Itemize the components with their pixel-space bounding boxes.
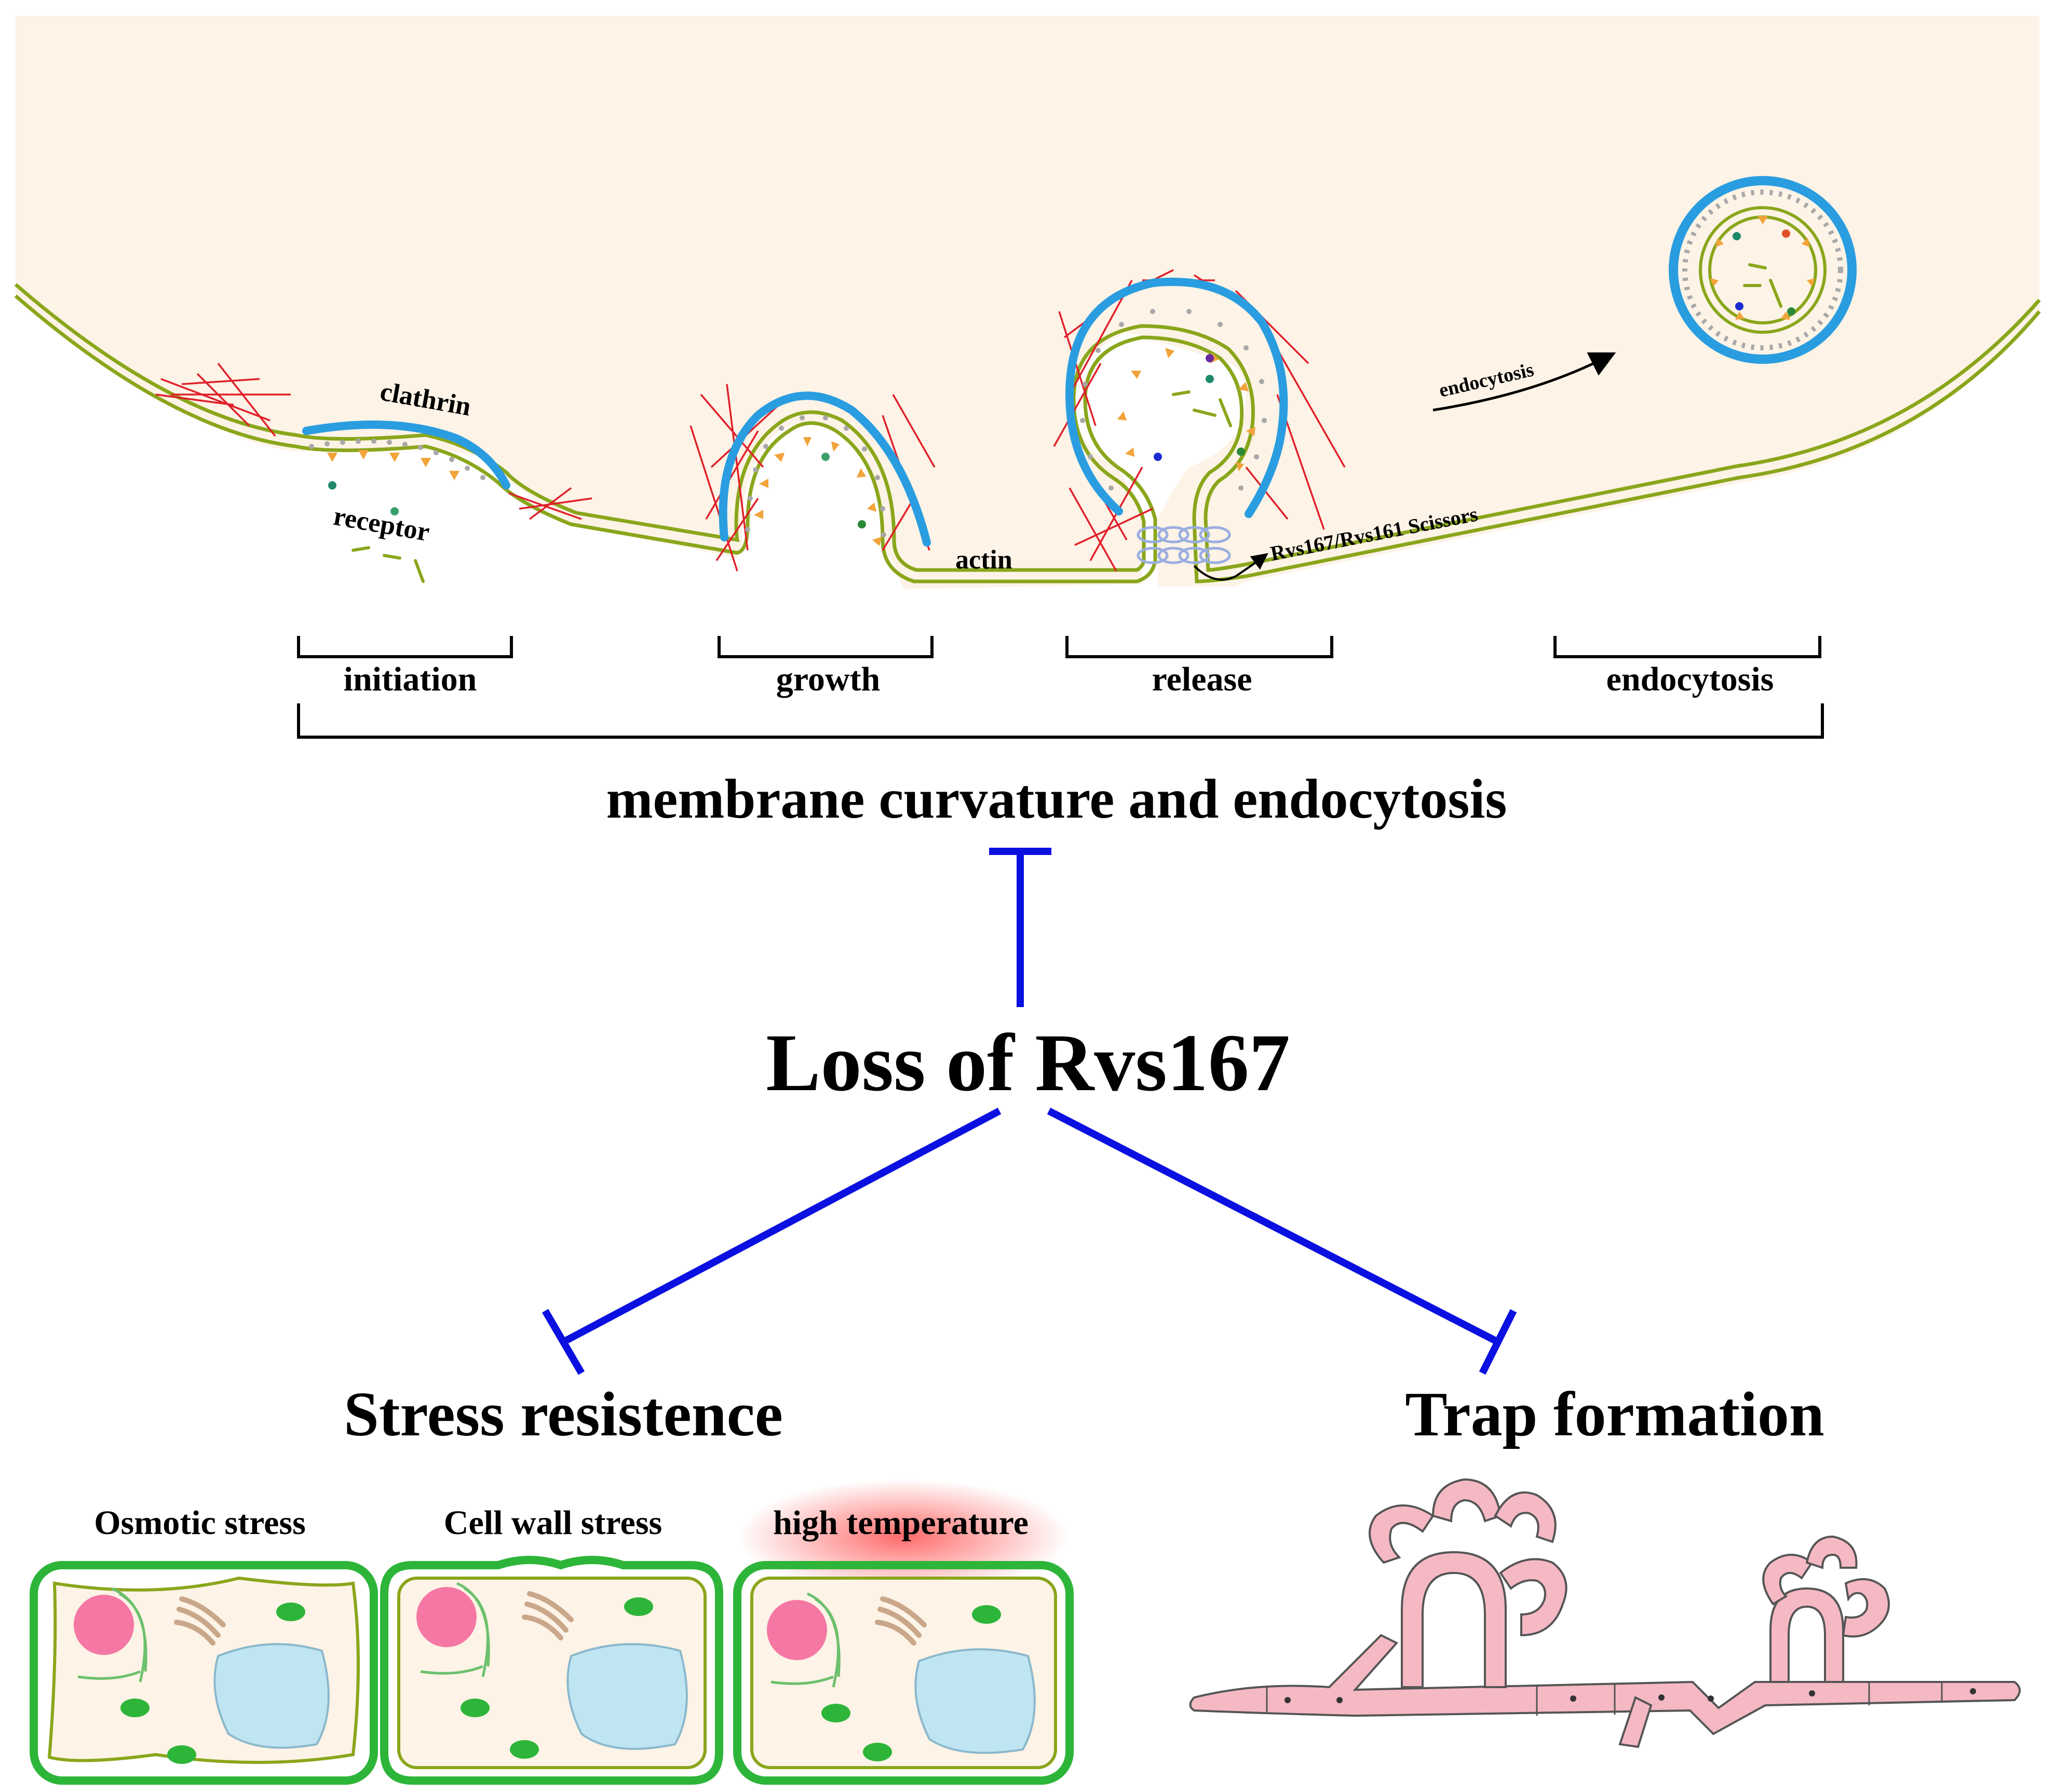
hypha-branch	[1618, 1696, 1653, 1748]
mitochondrion	[624, 1597, 653, 1616]
stress-label-cell-wall: Cell wall stress	[444, 1504, 662, 1542]
receptor-label: receptor	[331, 501, 432, 548]
mitochondrion	[461, 1699, 490, 1717]
hypha-main	[1189, 1634, 2021, 1735]
mitochondrion	[276, 1603, 305, 1621]
stress-label-osmotic: Osmotic stress	[94, 1504, 306, 1542]
stage-label-endocytosis: endocytosis	[1606, 660, 1774, 698]
endoplasmic-reticulum	[420, 1582, 490, 1677]
plasma-membrane-inner	[14, 283, 2041, 572]
adhesive-network-trap-icon	[1189, 1478, 2021, 1748]
vacuole	[213, 1643, 330, 1749]
vacuole	[566, 1643, 688, 1750]
mitochondrion	[167, 1745, 196, 1764]
bracket-overall	[297, 703, 1824, 739]
golgi	[522, 1591, 574, 1640]
trap-loops-left	[1369, 1478, 1567, 1688]
cytoplasm	[16, 16, 2039, 589]
lipid-layer	[309, 309, 1267, 537]
cargo-particles	[328, 354, 1245, 583]
outcome-stress-resistance: Stress resistence	[344, 1379, 783, 1449]
stress-label-high-temperature: high temperature	[773, 1504, 1029, 1542]
hypha-nuclei	[1285, 1688, 1976, 1703]
hypha-septa	[1266, 1682, 1943, 1716]
receptors	[327, 348, 1255, 546]
stage-label-initiation: initiation	[344, 660, 477, 698]
endoplasmic-reticulum	[77, 1587, 147, 1682]
inhibit-trap-formation	[1047, 1107, 1517, 1375]
vacuole	[914, 1648, 1036, 1754]
endoplasmic-reticulum	[770, 1592, 841, 1688]
process-title: membrane curvature and endocytosis	[606, 768, 1507, 830]
cell-cell-wall-stress	[380, 1556, 723, 1785]
golgi	[875, 1596, 927, 1646]
bracket-release	[1065, 636, 1333, 658]
stage-labels: initiation growth release endocytosis	[344, 660, 1774, 698]
stage-label-release: release	[1152, 660, 1252, 698]
stage-label-growth: growth	[776, 660, 880, 698]
bracket-initiation	[297, 636, 513, 658]
scissors-pointer-arrow	[1193, 553, 1268, 581]
inhibit-endocytosis	[989, 848, 1051, 1007]
clathrin-initiation	[302, 420, 510, 490]
clathrin-coats	[302, 277, 1288, 547]
endocytosis-arrow	[1432, 352, 1616, 412]
cell-wall	[30, 1561, 378, 1785]
plasma-membrane-outer	[14, 294, 2041, 583]
inhibit-stress-resistance	[542, 1107, 1002, 1375]
mitochondrion	[972, 1605, 1001, 1624]
nucleus	[767, 1600, 827, 1660]
nucleus	[416, 1587, 477, 1647]
mitochondrion	[821, 1704, 850, 1722]
mitochondrion	[510, 1740, 539, 1759]
cell-osmotic-stress	[30, 1561, 378, 1785]
cell-high-temperature	[733, 1561, 1074, 1785]
bracket-growth	[718, 636, 934, 658]
t-bar-inhibition-icon	[1479, 1309, 1517, 1375]
trap-loops-right	[1762, 1535, 1890, 1683]
rvs167-rvs161-scissors	[1137, 526, 1231, 564]
cell-wall	[380, 1556, 723, 1785]
actin-label: actin	[955, 545, 1012, 575]
clathrin-growth	[719, 391, 931, 547]
cell-wall	[733, 1561, 1074, 1785]
endocytosed-vesicle	[1669, 176, 1857, 364]
bracket-endocytosis	[1553, 636, 1821, 658]
central-node-label: Loss of Rvs167	[766, 1017, 1290, 1108]
clathrin-release	[1065, 277, 1288, 518]
stress-cells: Osmotic stress Cell wall stress high tem…	[30, 1479, 1074, 1785]
nucleus	[74, 1595, 134, 1655]
mitochondrion	[863, 1743, 892, 1761]
outcome-trap-formation: Trap formation	[1405, 1379, 1824, 1449]
mitochondrion	[120, 1699, 150, 1717]
stage-brackets	[297, 636, 1824, 739]
inhibition-arrows	[542, 848, 1517, 1375]
golgi	[174, 1596, 226, 1646]
t-bar-inhibition-icon	[542, 1309, 585, 1375]
endocytosis-panel: clathrin receptor actin Rvs167/Rvs161 Sc…	[14, 16, 2041, 589]
